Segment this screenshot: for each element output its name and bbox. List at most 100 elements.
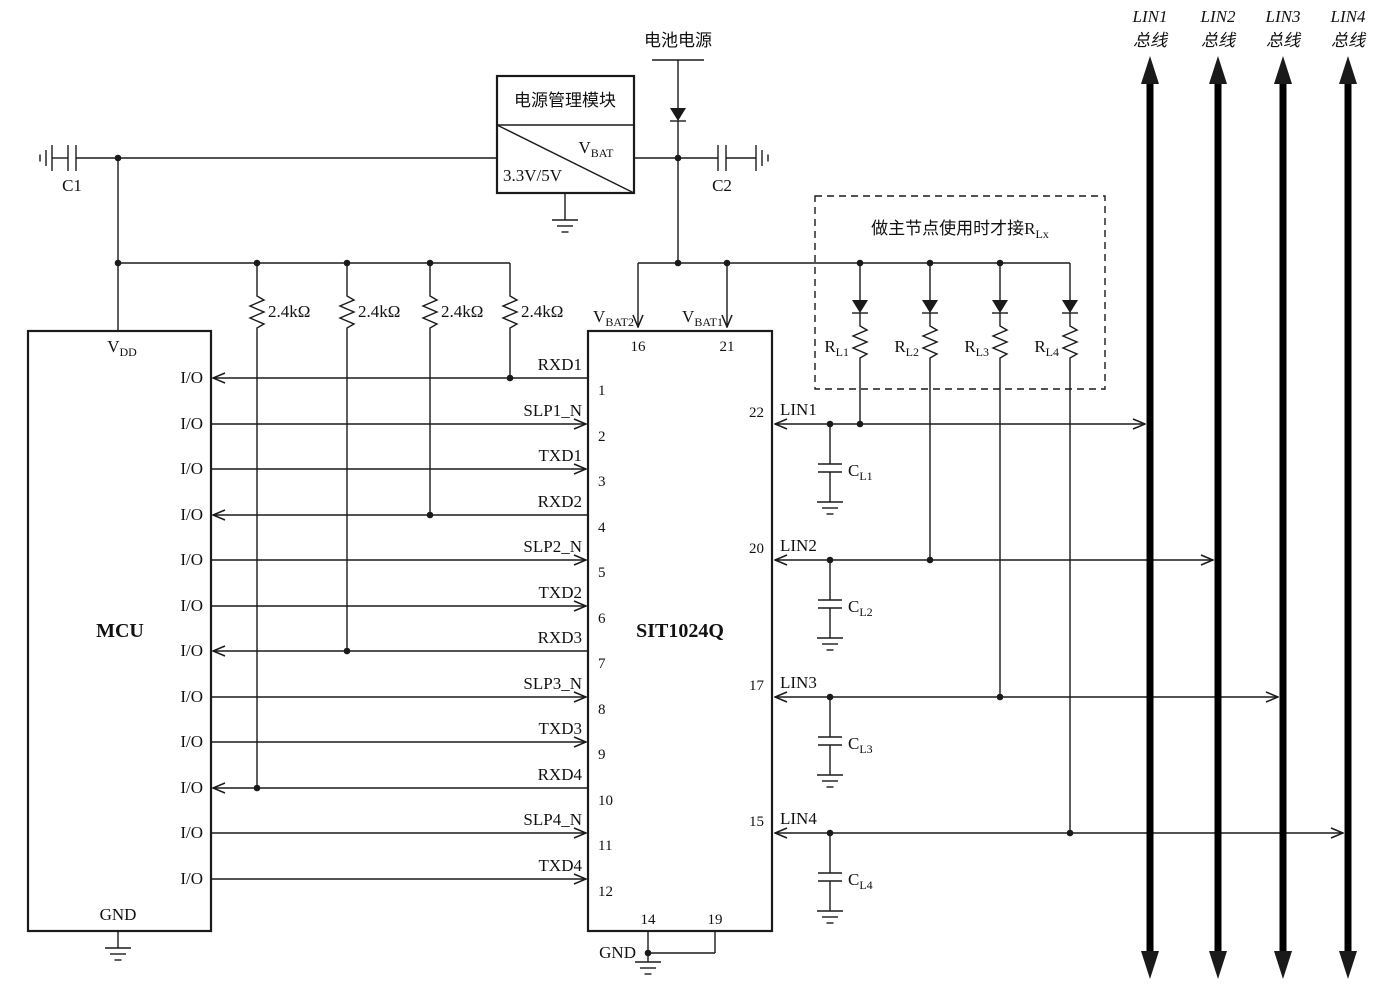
pin-number: 14: [641, 912, 657, 928]
mcu-io-label: I/O: [180, 823, 203, 842]
master-node-network: [814, 195, 1106, 833]
lin-buses: [1141, 56, 1357, 979]
power-module-vbat-label: VBAT: [579, 138, 615, 160]
rl-branch-1: [851, 263, 869, 424]
pin-number: 12: [598, 884, 613, 900]
pin-name: RXD4: [538, 765, 583, 784]
mcu-io-label: I/O: [180, 869, 203, 888]
lin1-net-label: LIN1: [780, 400, 817, 419]
pin-name: TXD2: [539, 583, 582, 602]
pin-name: SLP3_N: [523, 674, 582, 693]
left-pin-number-labels: 1 2 3 4 5 6 7 8 9 10 11 12: [598, 383, 613, 900]
pin-name: RXD3: [538, 628, 582, 647]
capacitor-c1: [67, 145, 77, 171]
transceiver-label: SIT1024Q: [636, 620, 724, 642]
power-management-module: [495, 74, 636, 233]
capacitor-c1-label: C1: [62, 176, 82, 195]
transceiver-block: [586, 329, 774, 975]
lin4-net-label: LIN4: [780, 809, 817, 828]
pin-number: 16: [631, 339, 647, 355]
pin-number: 4: [598, 520, 606, 536]
pullup-value-label: 2.4kΩ: [521, 302, 563, 321]
lin2-bus: [1209, 56, 1227, 979]
power-module-title: 电源管理模块: [514, 91, 616, 110]
rl-branch-4: [1061, 263, 1079, 833]
mcu-io-label: I/O: [180, 459, 203, 478]
mcu-io-label: I/O: [180, 641, 203, 660]
mcu-block: [26, 329, 213, 961]
mcu-io-label: I/O: [180, 596, 203, 615]
lin3-bus: [1274, 56, 1292, 979]
mcu-label: MCU: [96, 620, 144, 642]
pin-name: SLP1_N: [523, 401, 582, 420]
left-pin-name-labels: RXD1 SLP1_N TXD1 RXD2 SLP2_N TXD2 RXD3 S…: [523, 355, 582, 875]
capacitor-cl1: [816, 424, 844, 515]
cl4-label: CL4: [848, 870, 873, 892]
mcu-io-label: I/O: [180, 414, 203, 433]
lin1-bus-label: 总线: [1133, 31, 1169, 50]
ground-symbol-mcu: [104, 947, 132, 961]
mcu-io-label: I/O: [180, 505, 203, 524]
pin-name: SLP4_N: [523, 810, 582, 829]
rl1-diode: [851, 299, 869, 314]
capacitor-cl3: [816, 697, 844, 788]
pin-number: 9: [598, 747, 606, 763]
pin-number: 11: [598, 838, 612, 854]
rl1-label: RL1: [824, 337, 849, 359]
rl-branch-2: [921, 263, 939, 560]
lin1-bus-name: LIN1: [1132, 7, 1168, 26]
lin2-bus-label: 总线: [1201, 31, 1237, 50]
rl3-diode: [991, 299, 1009, 314]
lin1-bus: [1141, 56, 1159, 979]
rl-branch-3: [991, 263, 1009, 697]
pin-number: 5: [598, 565, 606, 581]
pin-number: 3: [598, 474, 606, 490]
ground-symbol-right: [755, 144, 769, 172]
pin-number: 2: [598, 429, 606, 445]
pin-number: 15: [749, 814, 764, 830]
ground-symbol-left: [39, 144, 53, 172]
vbat2-pin-label: VBAT2: [593, 307, 634, 329]
battery-diode: [669, 107, 687, 122]
lin-wires: [775, 424, 1343, 924]
master-node-note: 做主节点使用时才接RLx: [871, 218, 1049, 241]
mcu-io-label: I/O: [180, 732, 203, 751]
mcu-io-label: I/O: [180, 687, 203, 706]
pin-number: 7: [598, 656, 606, 672]
rl4-diode: [1061, 299, 1079, 314]
mcu-io-labels: I/O I/O I/O I/O I/O I/O I/O I/O I/O I/O …: [180, 368, 203, 888]
lin3-bus-name: LIN3: [1265, 7, 1301, 26]
capacitor-cl2: [816, 560, 844, 651]
cl3-label: CL3: [848, 734, 873, 756]
pin-name: TXD3: [539, 719, 582, 738]
power-module-output-label: 3.3V/5V: [503, 166, 563, 185]
pullup-resistors: [249, 263, 518, 788]
capacitor-c2-label: C2: [712, 176, 732, 195]
transceiver-ground: [634, 931, 716, 975]
lin3-bus-label: 总线: [1266, 31, 1302, 50]
pin-number: 20: [749, 541, 764, 557]
capacitor-c2: [717, 145, 727, 171]
pin-number: 21: [720, 339, 735, 355]
pin-number: 22: [749, 405, 764, 421]
pin-name: RXD2: [538, 492, 582, 511]
pullup-resistor-4: [502, 263, 518, 378]
lin4-bus-label: 总线: [1331, 31, 1367, 50]
pullup-value-label: 2.4kΩ: [441, 302, 483, 321]
pin-name: SLP2_N: [523, 537, 582, 556]
master-node-dashed-box: [814, 195, 1106, 390]
pin-number: 19: [708, 912, 723, 928]
rl2-label: RL2: [894, 337, 919, 359]
ground-symbol-power-module: [551, 219, 579, 233]
pullup-value-label: 2.4kΩ: [358, 302, 400, 321]
pin-number: 6: [598, 611, 606, 627]
ground-symbol-transceiver: [634, 961, 662, 975]
pullup-resistor-1: [249, 263, 265, 788]
pin-number: 8: [598, 702, 606, 718]
battery-label: 电池电源: [644, 31, 712, 50]
capacitor-cl4: [816, 833, 844, 924]
mcu-io-label: I/O: [180, 550, 203, 569]
pullup-resistor-2: [339, 263, 355, 651]
junction-dots: [114, 154, 1074, 957]
